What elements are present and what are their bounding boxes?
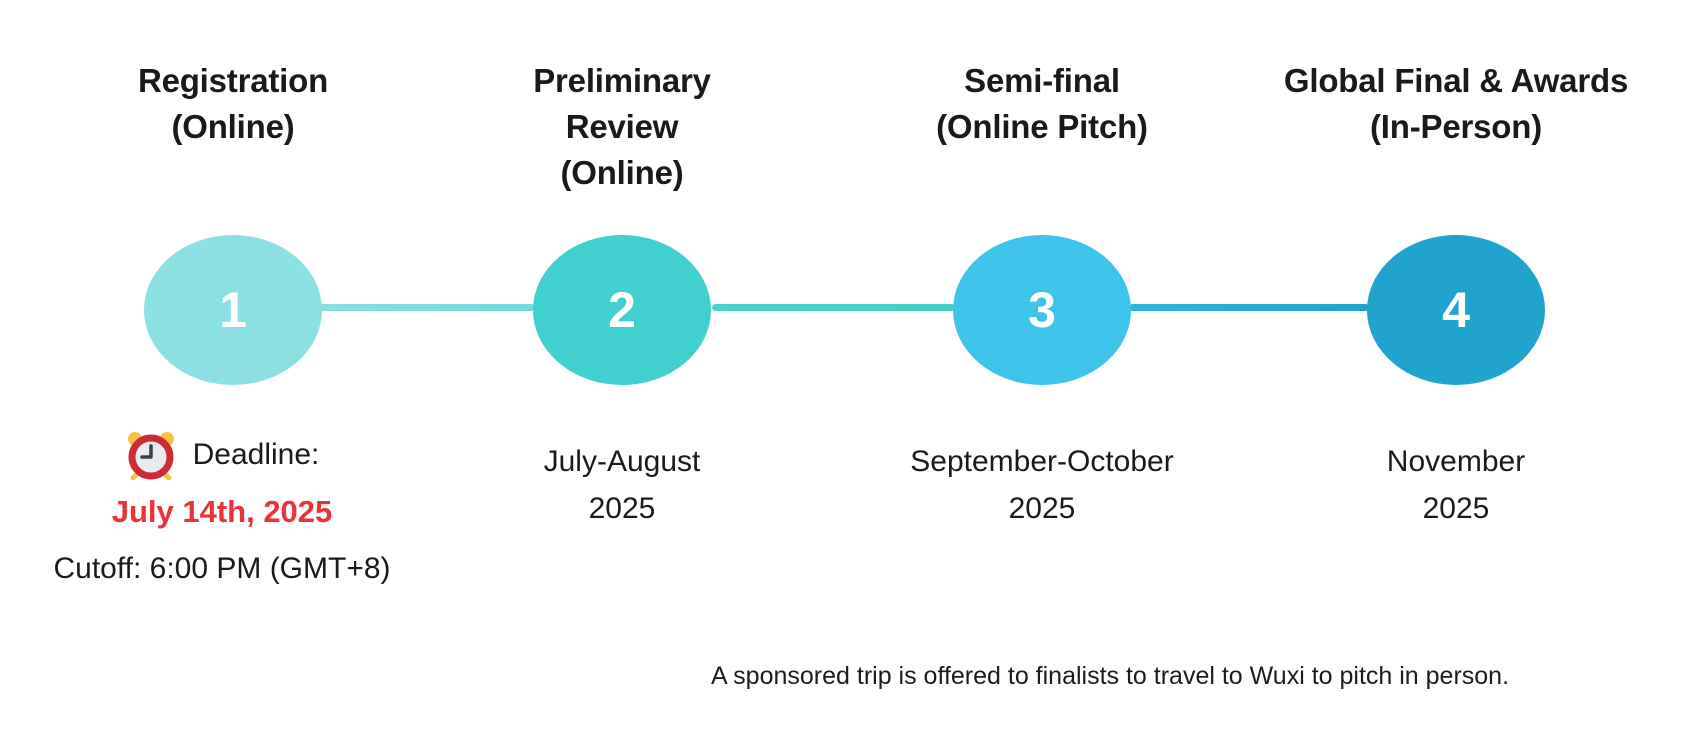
connector-3 xyxy=(1129,304,1369,311)
alarm-clock-icon xyxy=(127,432,174,480)
stage4-date: November 2025 xyxy=(1386,445,1526,525)
stage3-title: Semi-final (Online Pitch) xyxy=(936,62,1148,145)
connector-1 xyxy=(320,304,535,311)
stage1-number: 1 xyxy=(219,282,247,338)
stage3-number: 3 xyxy=(1028,282,1056,338)
footnote: A sponsored trip is offered to finalists… xyxy=(710,662,1510,690)
stage3-circle: 3 xyxy=(953,235,1131,385)
stage4-title: Global Final & Awards (In-Person) xyxy=(1283,62,1629,145)
stage1-circle: 1 xyxy=(144,235,322,385)
stage4-number: 4 xyxy=(1442,282,1470,338)
stage2-date: July-August 2025 xyxy=(543,445,701,525)
deadline-label: Deadline: xyxy=(192,438,320,471)
stage1-details: Deadline: July 14th, 2025 Cutoff: 6:00 P… xyxy=(2,430,442,586)
stage1-title: Registration (Online) xyxy=(137,62,329,145)
stage4-circle: 4 xyxy=(1367,235,1545,385)
cutoff-time: Cutoff: 6:00 PM (GMT+8) xyxy=(53,552,391,585)
stage2-title: Preliminary Review (Online) xyxy=(533,62,711,191)
deadline-date: July 14th, 2025 xyxy=(111,494,333,529)
stage3-date: September-October 2025 xyxy=(910,445,1174,525)
stage2-number: 2 xyxy=(608,282,636,338)
connector-2 xyxy=(712,304,955,311)
stage2-circle: 2 xyxy=(533,235,711,385)
deadline-row: Deadline: xyxy=(2,430,442,480)
